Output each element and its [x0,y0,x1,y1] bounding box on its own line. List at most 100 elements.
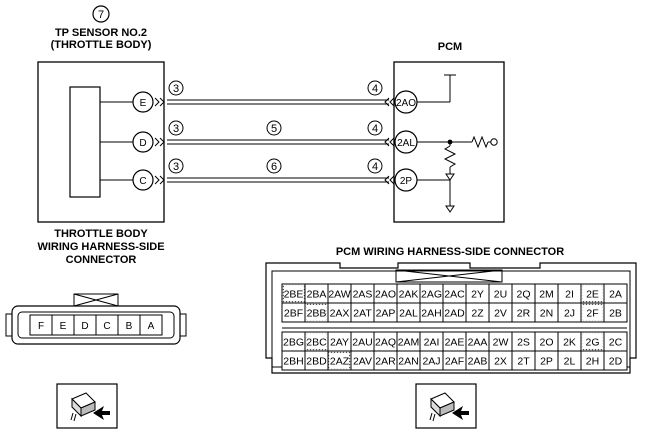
pcm-pin-label: 2P [400,176,413,187]
pcm-connector-pin-2aw: 2AW [327,283,352,304]
pcm-connector-pin-label: 2AO [375,289,396,301]
pcm-connector-pin-2an: 2AN [396,350,421,371]
pcm-connector-pin-2j: 2J [557,302,582,323]
wire-tag: 3 [168,120,184,136]
pcm-connector-pin-label: 2AR [375,356,396,368]
pcm-connector-pin-2ag: 2AG [419,283,444,304]
pcm-connector-pin-2bh: 2BH [281,350,306,371]
pcm-connector-pin-2bc: 2BC [304,331,329,352]
pcm-connector-pin-2ap: 2AP [373,302,398,323]
sensor-pin-c: C [132,169,154,191]
pcm-connector-pin-label: 2BF [284,308,303,320]
tb-connector-pin-f: F [29,314,53,336]
pcm-internal-circuit [417,74,498,213]
pcm-connector-pin-label: 2AM [398,337,420,349]
pcm-connector-pin-label: 2AY [330,337,349,349]
sensor-number-badge: 7 [92,5,110,23]
pcm-connector-pin-label: 2BB [307,308,327,320]
pcm-connector-pin-label: 2AJ [422,356,440,368]
pcm-pin-2p: 2P [394,168,418,192]
tb-connector-pin-label: C [103,321,110,332]
wire-tag-number: 5 [271,123,277,135]
pcm-connector-pin-2p: 2P [534,350,559,371]
pcm-connector-pin-2u: 2U [488,283,513,304]
tb-connector-caption-line2: WIRING HARNESS-SIDE [37,241,165,253]
pcm-connector-pin-label: 2AL [399,308,418,320]
pcm-connector-pin-2n: 2N [534,302,559,323]
pcm-connector-pin-label: 2X [494,356,507,368]
pcm-connector-pin-label: 2B [609,308,622,320]
pcm-connector-pin-label: 2AT [353,308,372,320]
wire-2: 3 5 4 [154,120,395,147]
pcm-connector-pin-label: 2AH [421,308,441,320]
pcm-connector-pin-label: 2Y [471,289,484,301]
view-direction-icon-left [56,383,118,429]
pcm-connector-pin-label: 2J [564,308,575,320]
sensor-element [69,86,101,198]
tb-connector-pin-label: D [81,321,88,332]
pcm-connector-pin-2ac: 2AC [442,283,467,304]
pcm-connector-pin-label: 2AS [353,289,373,301]
pcm-connector-pin-2ao: 2AO [373,283,398,304]
pcm-connector-pin-label: 2BG [283,337,304,349]
pcm-connector-pin-label: 2BC [306,337,327,349]
pcm-pin-label: 2AL [397,138,415,149]
tb-connector-pin-label: A [148,321,155,332]
wire-tag-number: 3 [173,83,179,95]
pcm-connector-pin-2e: 2E [580,283,605,304]
pcm-connector-pin-2g: 2G [580,331,605,352]
sensor-pin-e: E [132,91,154,113]
pcm-connector-pin-label: 2AV [353,356,372,368]
sensor-pin-d: D [132,131,154,153]
pcm-connector-pin-label: 2N [540,308,553,320]
pcm-connector-pin-label: 2S [517,337,530,349]
pcm-connector-pin-2q: 2Q [511,283,536,304]
pcm-connector-pin-2a: 2A [603,283,628,304]
pcm-connector-pin-label: 2AC [444,289,465,301]
pcm-connector-pin-label: 2O [539,337,553,349]
pcm-pin-2al: 2AL [394,130,418,154]
pcm-connector-pin-label: 2W [493,337,509,349]
pcm-connector-pin-2au: 2AU [350,331,375,352]
pcm-connector-pin-2c: 2C [603,331,628,352]
pcm-connector-pin-2af: 2AF [442,350,467,371]
pcm-connector-pin-2bd: 2BD [304,350,329,371]
pcm-connector-pin-2az: 2AZ [327,350,352,371]
wire-tag-number: 3 [173,123,179,135]
wire-tag-number: 6 [271,161,277,173]
pcm-pin-label: 2AO [396,98,416,109]
pcm-connector-pin-label: 2AW [328,289,350,301]
pcm-connector-pin-2h: 2H [580,350,605,371]
wire-tag-number: 4 [372,83,378,95]
view-direction-icon-right [415,383,477,429]
pcm-connector-pin-label: 2BH [283,356,303,368]
pcm-connector-pin-label: 2C [609,337,623,349]
wire-tag-number: 4 [372,161,378,173]
pcm-connector-pin-2aa: 2AA [465,331,490,352]
pcm-connector-pin-label: 2H [586,356,599,368]
pcm-connector-pin-2z: 2Z [465,302,490,323]
pcm-connector-pin-label: 2E [586,289,599,301]
pcm-connector-pin-2k: 2K [557,331,582,352]
pcm-connector-pin-label: 2L [564,356,576,368]
pcm-connector-pin-2ab: 2AB [465,350,490,371]
pcm-connector-pin-label: 2AZ [330,356,350,368]
tb-connector-pin-b: B [117,314,141,336]
pcm-connector-pin-2ad: 2AD [442,302,467,323]
pcm-connector-pin-label: 2T [517,356,530,368]
pcm-connector-pin-label: 2I [565,289,574,301]
pcm-connector-caption: PCM WIRING HARNESS-SIDE CONNECTOR [335,246,565,258]
pcm-connector-pin-label: 2R [517,308,531,320]
pcm-connector-pin-2t: 2T [511,350,536,371]
pcm-connector-pin-label: 2BA [307,289,327,301]
pcm-connector-pin-2v: 2V [488,302,513,323]
pcm-connector-pin-2aq: 2AQ [373,331,398,352]
junction-dot [447,139,453,145]
wire-tag-number: 4 [372,123,378,135]
pcm-connector-pin-2x: 2X [488,350,513,371]
pcm-connector-pin-2be: 2BE [281,283,306,304]
wire-tag: 3 [168,80,184,96]
